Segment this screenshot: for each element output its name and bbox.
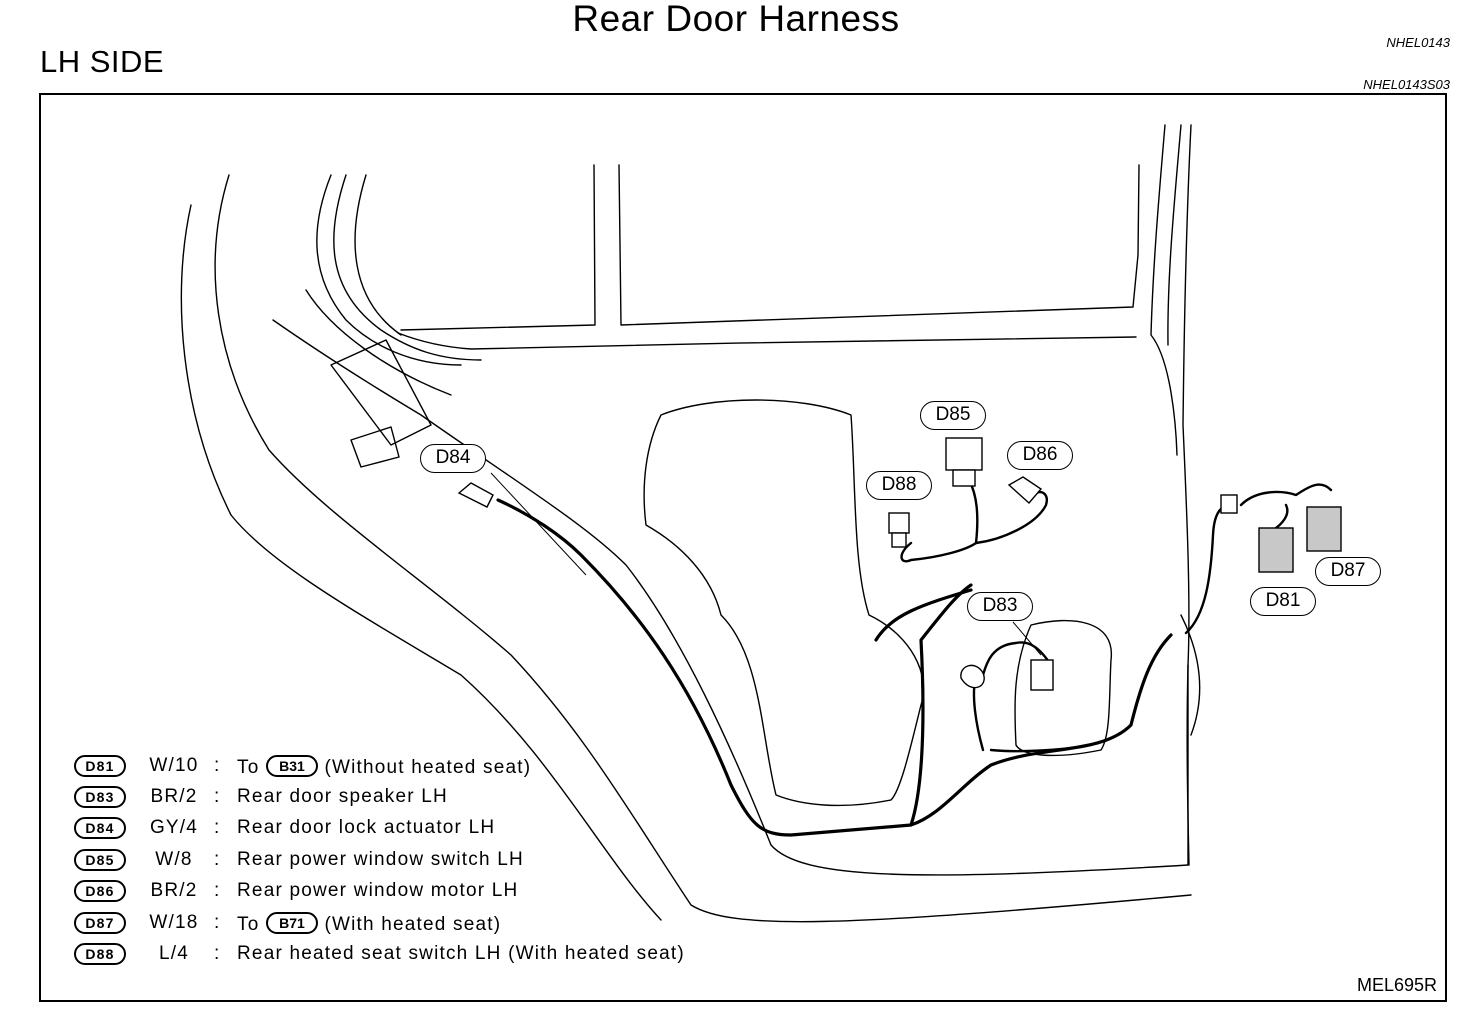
label-d86: D86 (1007, 441, 1073, 470)
d83-connector-body (1030, 659, 1054, 691)
d83-speaker-plug (960, 664, 985, 689)
wire-spec: BR/2 (150, 786, 198, 807)
wire-spec: W/10 (149, 755, 199, 776)
connector-id-badge: D87 (74, 912, 126, 934)
description-text: Rear power window motor LH (237, 880, 519, 901)
connector-id-badge: D83 (74, 786, 126, 808)
reference-connector-badge: B31 (265, 755, 318, 777)
d85-connector-body (945, 437, 983, 471)
wire-spec: L/4 (158, 943, 189, 964)
to-prefix: To (237, 757, 260, 778)
description-text: (With heated seat) (324, 914, 502, 935)
label-d85: D85 (920, 401, 986, 430)
page-title: Rear Door Harness (572, 0, 900, 39)
wire-spec: BR/2 (150, 880, 198, 901)
side-label: LH SIDE (40, 44, 165, 79)
label-d83: D83 (967, 592, 1033, 621)
subsection-code: NHEL0143S03 (1363, 77, 1450, 92)
colon: : (214, 880, 221, 901)
connector-id-badge: D81 (74, 755, 126, 777)
connector-id-badge: D88 (74, 943, 126, 965)
colon: : (214, 786, 221, 807)
colon: : (214, 755, 221, 776)
colon: : (214, 943, 221, 964)
legend-description: To B71 (With heated seat) (237, 912, 501, 936)
diagram-frame: D84 D85 D86 D88 D83 D81 D87 D81 W/10 : T… (39, 93, 1447, 1002)
wire-spec: W/8 (155, 849, 193, 870)
wire-spec: GY/4 (149, 817, 199, 838)
d86-connector-body (1007, 476, 1043, 505)
d88-connector-body (888, 512, 910, 534)
d87-connector-body (1306, 506, 1342, 552)
connector-shapes (457, 437, 1342, 691)
leader-lines (490, 472, 1042, 656)
colon: : (214, 817, 221, 838)
connector-id-badge: D85 (74, 849, 126, 871)
colon: : (214, 849, 221, 870)
d88-connector-neck (891, 532, 907, 548)
d85-connector-neck (952, 469, 976, 487)
to-prefix: To (237, 914, 260, 935)
figure-id: MEL695R (1356, 975, 1437, 995)
connector-id-badge: D86 (74, 880, 126, 902)
legend-description: To B31 (Without heated seat) (237, 755, 531, 779)
label-d88: D88 (866, 471, 932, 500)
label-d84: D84 (420, 444, 486, 473)
door-outline (180, 124, 1201, 923)
description-text: Rear door speaker LH (237, 786, 448, 807)
section-code: NHEL0143 (1386, 35, 1450, 50)
description-text: (Without heated seat) (324, 757, 532, 778)
label-d87: D87 (1315, 557, 1381, 586)
harness-trunk (496, 498, 1173, 837)
connector-id-badge: D84 (74, 817, 126, 839)
label-d81: D81 (1250, 587, 1316, 616)
d84-connector-body (457, 482, 494, 508)
colon: : (214, 912, 221, 933)
description-text: Rear power window switch LH (237, 849, 524, 870)
d81-grommet (1220, 494, 1238, 514)
reference-connector-badge: B71 (265, 912, 318, 934)
wire-spec: W/18 (149, 912, 199, 933)
description-text: Rear door lock actuator LH (237, 817, 496, 838)
description-text: Rear heated seat switch LH (With heated … (237, 943, 685, 964)
door-harness-drawing (180, 124, 1342, 923)
d81-connector-body (1258, 527, 1294, 573)
